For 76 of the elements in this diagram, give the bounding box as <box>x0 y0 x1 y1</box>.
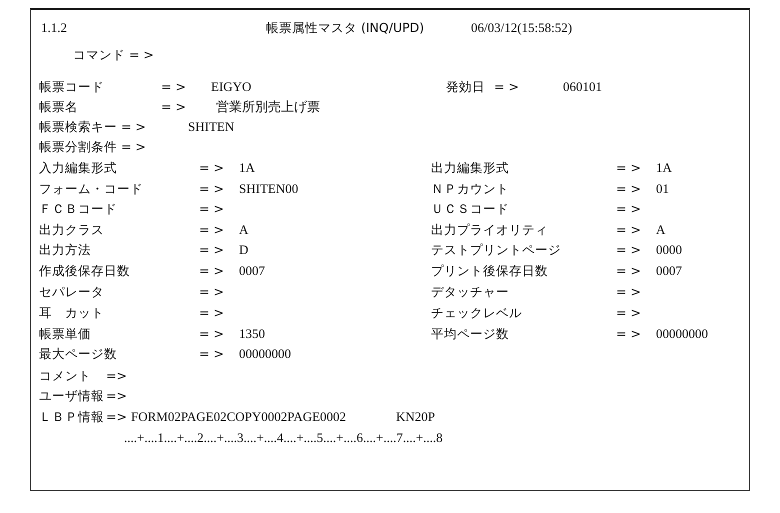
prompt-arrow: = > <box>494 79 519 95</box>
field-value: 1350 <box>239 326 265 342</box>
field-value: A <box>239 222 248 238</box>
field-label: 入力編集形式 <box>39 160 117 176</box>
field-label: 出力プライオリティ <box>431 222 548 238</box>
prompt-arrow: => <box>106 368 127 384</box>
field-label: プリント後保存日数 <box>431 263 548 279</box>
field-label: ＬＢＰ情報 <box>39 409 104 425</box>
field-label: 作成後保存日数 <box>39 263 130 279</box>
field-value: 060101 <box>563 79 602 95</box>
prompt-arrow: = > <box>199 201 224 217</box>
field-label: 最大ページ数 <box>39 346 117 362</box>
field-value: 01 <box>656 181 669 197</box>
version-text: 1.1.2 <box>41 20 67 36</box>
input-prompt: コマンド = > <box>73 47 154 63</box>
prompt-arrow: => <box>106 409 127 425</box>
prompt-arrow: = > <box>199 326 224 342</box>
field-value: 0007 <box>239 263 265 279</box>
prompt-arrow: = > <box>616 284 641 300</box>
field-label: ＵＣＳコード <box>431 201 509 217</box>
prompt-arrow: = > <box>161 79 186 95</box>
prompt-arrow: = > <box>616 263 641 279</box>
field-label: 帳票名 <box>39 99 78 115</box>
field-value: 00000000 <box>239 346 291 362</box>
prompt-arrow: = > <box>199 181 224 197</box>
prompt-arrow: = > <box>616 222 641 238</box>
field-label: テストプリントページ <box>431 242 561 258</box>
column-ruler: ....+....1....+....2....+....3....+....4....+....5....+....6....+....7....+....8 <box>124 430 443 446</box>
field-label: コメント <box>39 368 91 384</box>
prompt-arrow: = > <box>616 181 641 197</box>
input-prompt: 帳票検索キー = > <box>39 119 146 135</box>
field-label: セパレータ <box>39 284 104 300</box>
input-prompt: 帳票分割条件 = > <box>39 139 146 155</box>
field-label: ＮＰカウント <box>431 181 509 197</box>
field-value: SHITEN00 <box>239 181 298 197</box>
field-value: 0007 <box>656 263 682 279</box>
field-label: デタッチャー <box>431 284 509 300</box>
prompt-arrow: = > <box>199 263 224 279</box>
prompt-arrow: = > <box>199 346 224 362</box>
field-label: 帳票単価 <box>39 326 91 342</box>
field-value: D <box>239 242 248 258</box>
prompt-arrow: = > <box>199 222 224 238</box>
prompt-arrow: = > <box>199 160 224 176</box>
prompt-arrow: => <box>106 388 127 404</box>
field-label: 帳票コード <box>39 79 104 95</box>
field-label: ＦＣＢコード <box>39 201 117 217</box>
timestamp: 06/03/12(15:58:52) <box>471 20 572 36</box>
prompt-arrow: = > <box>199 284 224 300</box>
field-value: A <box>656 222 666 238</box>
prompt-arrow: = > <box>616 242 641 258</box>
field-value: FORM02PAGE02COPY0002PAGE0002 <box>131 409 346 425</box>
field-value: 1A <box>656 160 672 176</box>
prompt-arrow: = > <box>616 160 641 176</box>
prompt-arrow: = > <box>161 99 186 115</box>
field-value: 1A <box>239 160 255 176</box>
field-value: KN20P <box>396 409 436 425</box>
prompt-arrow: = > <box>616 326 641 342</box>
field-value: SHITEN <box>188 119 234 135</box>
field-label: 出力編集形式 <box>431 160 509 176</box>
field-value: EIGYO <box>211 79 252 95</box>
field-value: 営業所別売上げ票 <box>216 99 320 115</box>
field-label: 耳 カット <box>39 305 104 321</box>
field-label: 発効日 <box>446 79 485 95</box>
prompt-arrow: = > <box>616 201 641 217</box>
prompt-arrow: = > <box>616 305 641 321</box>
field-value: 00000000 <box>656 326 708 342</box>
field-label: チェックレベル <box>431 305 522 321</box>
field-label: 平均ページ数 <box>431 326 509 342</box>
prompt-arrow: = > <box>199 305 224 321</box>
screen-title: 帳票属性マスタ (INQ/UPD) <box>266 20 424 36</box>
field-label: ユーザ情報 <box>39 388 104 404</box>
field-label: 出力クラス <box>39 222 104 238</box>
prompt-arrow: = > <box>199 242 224 258</box>
field-label: フォーム・コード <box>39 181 143 197</box>
field-label: 出力方法 <box>39 242 91 258</box>
field-value: 0000 <box>656 242 682 258</box>
